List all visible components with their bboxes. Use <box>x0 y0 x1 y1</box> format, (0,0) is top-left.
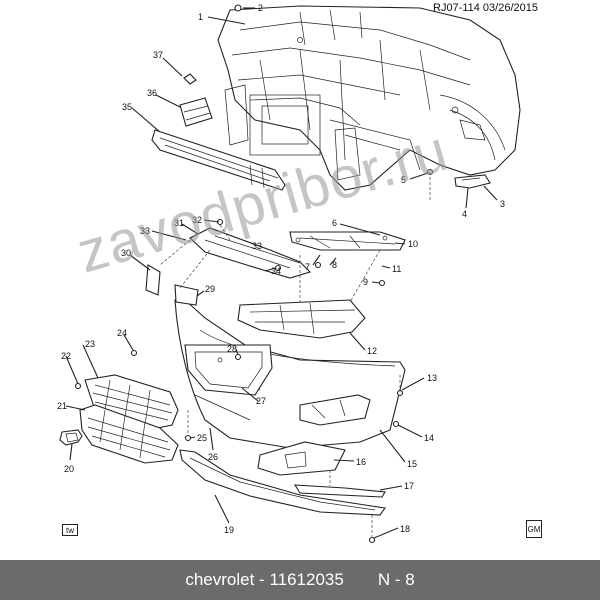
callout-12: 12 <box>367 346 377 356</box>
callout-23: 23 <box>85 339 95 349</box>
fog-lamp-bezel <box>257 441 346 476</box>
callout-31: 31 <box>174 218 184 228</box>
callout-20: 20 <box>64 464 74 474</box>
leader-lines <box>65 7 498 539</box>
callout-33b: 33 <box>252 241 262 251</box>
lower-molding <box>293 484 386 498</box>
callout-17: 17 <box>404 481 414 491</box>
lower-deflector <box>237 299 366 339</box>
callout-10: 10 <box>408 239 418 249</box>
callout-15: 15 <box>407 459 417 469</box>
callout-6: 6 <box>332 218 337 228</box>
callout-5: 5 <box>401 175 406 185</box>
callout-25: 25 <box>197 433 207 443</box>
fascia-clips <box>145 264 199 306</box>
callout-1: 1 <box>198 12 203 22</box>
callout-8: 8 <box>332 260 337 270</box>
side-bracket <box>454 174 491 189</box>
callout-34: 34 <box>271 266 281 276</box>
callout-29: 29 <box>205 284 215 294</box>
footer-separator: - <box>259 570 265 589</box>
callout-33a: 33 <box>140 226 150 236</box>
callout-24: 24 <box>117 328 127 338</box>
upper-fascia-support <box>189 227 406 279</box>
assembly-lines <box>159 172 431 538</box>
callout-22: 22 <box>61 351 71 361</box>
lower-grille <box>79 404 179 464</box>
callout-11: 11 <box>392 264 401 274</box>
emblem <box>59 429 83 446</box>
absorber-bracket <box>179 73 213 127</box>
callout-35: 35 <box>122 102 132 112</box>
callout-13: 13 <box>427 373 437 383</box>
footer-diagram-ref: N - 8 <box>377 570 415 589</box>
callout-30: 30 <box>121 248 131 258</box>
diagram-drawing: 1 2 3 4 5 6 7 8 9 10 11 12 13 14 15 16 1… <box>57 3 521 544</box>
callout-9: 9 <box>363 277 368 287</box>
diagram-code: RJ07-114 03/26/2015 <box>433 2 538 14</box>
callout-7: 7 <box>305 262 310 272</box>
callout-36: 36 <box>147 88 157 98</box>
callout-37: 37 <box>153 50 163 60</box>
callout-14: 14 <box>424 433 434 443</box>
callout-21: 21 <box>57 401 67 411</box>
callout-labels: 1 2 3 4 5 6 7 8 9 10 11 12 13 14 15 16 1… <box>57 3 505 535</box>
front-fascia <box>174 299 406 449</box>
callout-18: 18 <box>400 524 410 534</box>
callout-4: 4 <box>462 209 467 219</box>
callout-27: 27 <box>256 396 266 406</box>
gm-badge: GM <box>526 520 542 538</box>
callout-16: 16 <box>356 457 366 467</box>
tw-badge: tw <box>62 524 78 536</box>
callout-2: 2 <box>258 3 263 13</box>
callout-3: 3 <box>500 199 505 209</box>
footer-part-number: 11612035 <box>269 570 344 589</box>
footer-brand: chevrolet <box>185 570 255 589</box>
front-body-structure <box>217 5 521 191</box>
callout-26: 26 <box>208 452 218 462</box>
fasteners <box>74 4 434 544</box>
callout-19: 19 <box>224 525 234 535</box>
callout-28: 28 <box>227 344 237 354</box>
impact-bar <box>151 129 286 191</box>
callout-32: 32 <box>192 215 202 225</box>
lower-spoiler <box>179 449 386 516</box>
footer-caption: chevrolet - 11612035 N - 8 <box>0 560 600 600</box>
